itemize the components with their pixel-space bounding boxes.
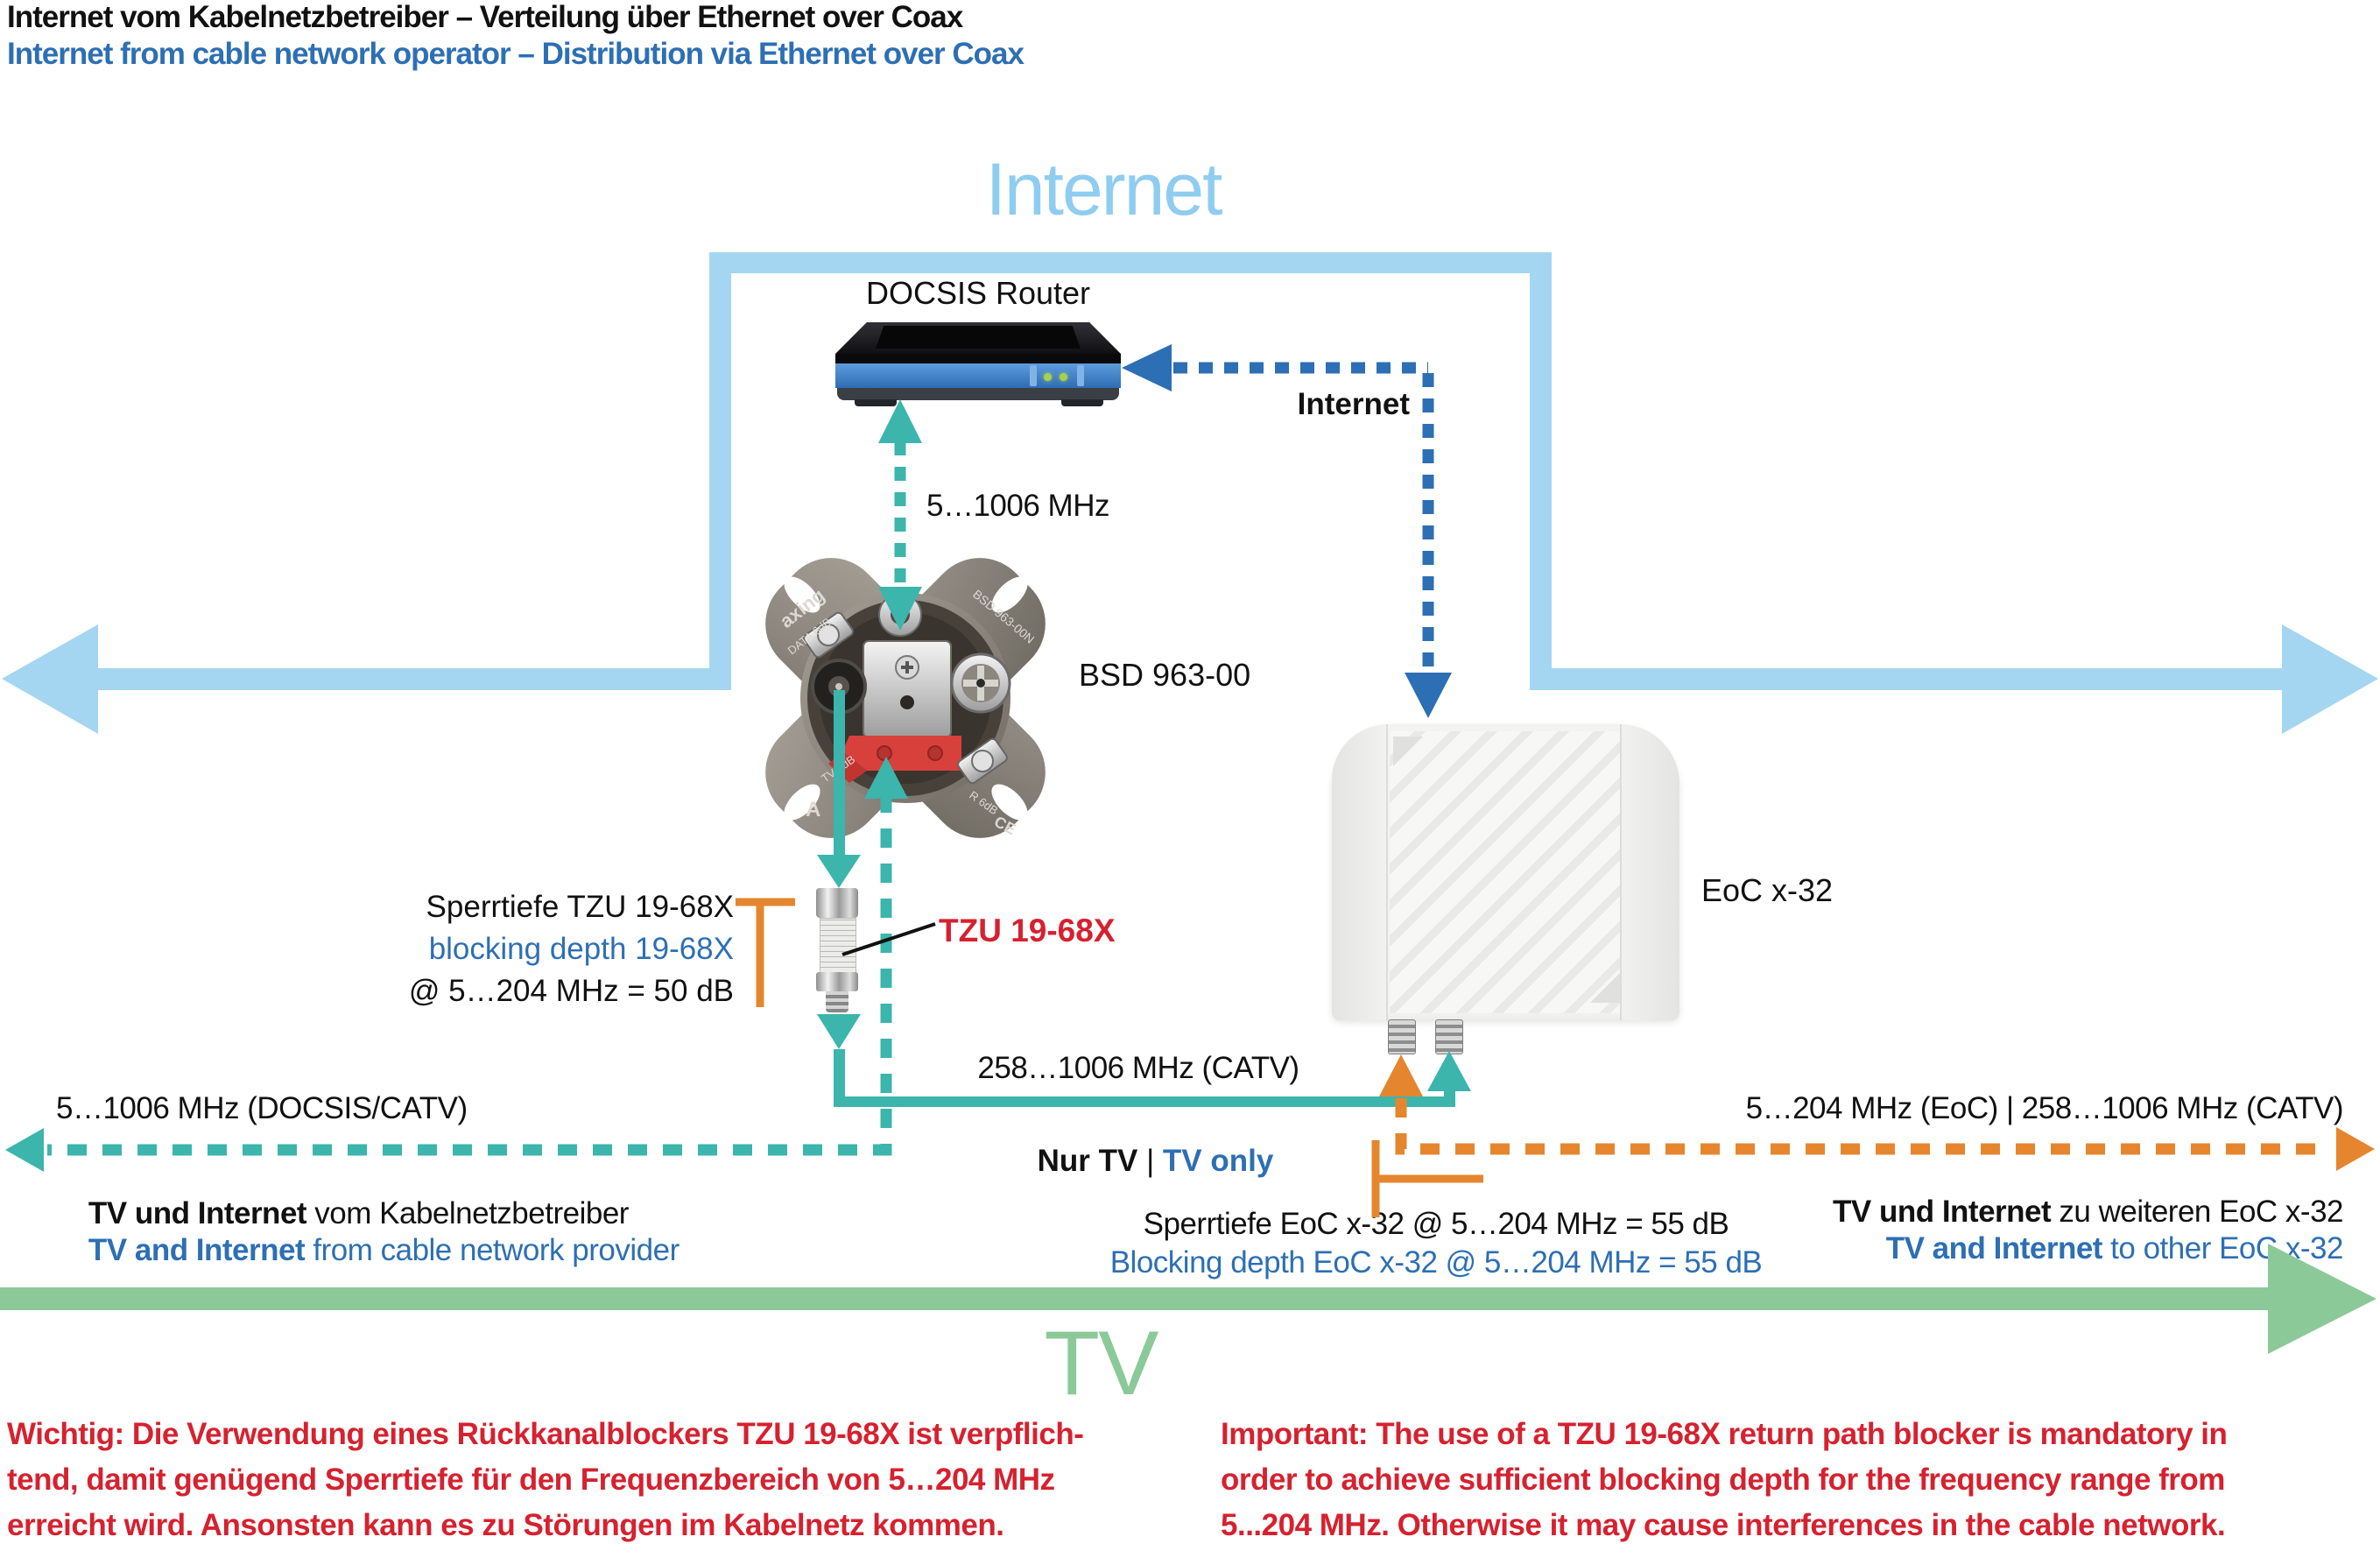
outlet-brand-text: axing xyxy=(776,584,829,632)
eoc-f-connector-right xyxy=(1435,1019,1463,1054)
tzu-filter-image xyxy=(814,888,860,1012)
wall-outlet-image: axing DATA 6dB BSD 963-00N TV 6dB R 6dB … xyxy=(765,558,1046,838)
outlet-ce-text: CE xyxy=(991,813,1018,838)
left-feed-german: TV und Internet vom Kabelnetzbetreiber xyxy=(56,1161,630,1266)
arrowhead-below-filter xyxy=(817,1014,861,1049)
left-feed-en-rest: from cable network provider xyxy=(305,1233,679,1267)
router-foot xyxy=(855,399,897,406)
separator: | xyxy=(1137,1144,1163,1178)
outlet-clamp-screws xyxy=(803,611,1008,785)
outlet-tv-text: TV 6dB xyxy=(819,752,857,785)
eoc-front-panel xyxy=(1390,731,1620,1013)
arrowhead-up-to-eoc-tv xyxy=(1427,1051,1471,1091)
backbone-arrow-right xyxy=(2282,624,2378,734)
tv-only-text: TV only xyxy=(1162,1144,1274,1178)
eoc-depth-en: Blocking depth EoC x-32 @ 5…204 MHz = 55… xyxy=(1109,1245,1763,1280)
eoc-depth-de: Sperrtiefe EoC x-32 @ 5…204 MHz = 55 dB xyxy=(1143,1207,1729,1241)
tzu-depth-en: blocking depth 19-68X xyxy=(428,932,734,966)
warning-en-line: Important: The use of a TZU 19-68X retur… xyxy=(1221,1417,2228,1451)
tv-label: TV xyxy=(1044,1313,1159,1414)
router-led xyxy=(1044,373,1052,381)
eoc-device-label: EoC x-32 xyxy=(1701,872,1834,908)
internet-arrowhead-to-router xyxy=(1122,344,1172,391)
eoc-right-flange xyxy=(1620,724,1679,1020)
outlet-r-port xyxy=(950,652,1011,714)
router-strip xyxy=(835,354,1121,363)
outlet-mounting-plate xyxy=(765,558,1046,838)
router-foot xyxy=(1061,399,1103,406)
right-feed-de-rest: zu weiteren EoC x-32 xyxy=(2051,1195,2343,1229)
backbone-arrow-left xyxy=(2,624,98,734)
docsis-frequency-path xyxy=(878,399,922,631)
warning-en-line: order to achieve sufficient blocking dep… xyxy=(1221,1463,2225,1497)
router-front-tab xyxy=(1077,365,1084,386)
tv-only-label: Nur TV | TV only xyxy=(876,1109,1401,1214)
warning-german: Wichtig: Die Verwendung eines Rückkanalb… xyxy=(7,1412,1084,1548)
left-feed-de-bold: TV und Internet xyxy=(88,1196,307,1230)
right-feed-de-bold: TV und Internet xyxy=(1833,1195,2052,1229)
outlet-data-text: DATA 6dB xyxy=(785,615,834,657)
outlet-recess xyxy=(807,600,1003,796)
outlet-model-text: BSD 963-00N xyxy=(970,587,1037,646)
internet-feed-label: Internet xyxy=(1297,387,1410,421)
warning-en-line: 5...204 MHz. Otherwise it may cause inte… xyxy=(1221,1508,2226,1542)
router-led xyxy=(1060,373,1067,381)
router-frequency-label: 5…1006 MHz xyxy=(926,489,1109,523)
arrowhead-into-filter xyxy=(817,855,861,888)
page-title-english: Internet from cable network operator – D… xyxy=(7,37,1025,71)
warning-de-line: erreicht wird. Ansonsten kann es zu Stör… xyxy=(7,1508,1004,1542)
left-feed-de-rest: vom Kabelnetzbetreiber xyxy=(306,1196,629,1230)
outlet-recess-inner xyxy=(820,612,991,784)
docsis-router-image xyxy=(835,322,1121,406)
tzu-body xyxy=(820,918,856,974)
tzu-depth-value: @ 5…204 MHz = 50 dB xyxy=(408,974,734,1008)
warning-english: Important: The use of a TZU 19-68X retur… xyxy=(1221,1412,2228,1548)
docsis-router-label: DOCSIS Router xyxy=(865,275,1091,311)
left-feed-frequency: 5…1006 MHz (DOCSIS/CATV) xyxy=(56,1091,468,1125)
internet-cloud-label: Internet xyxy=(985,148,1223,230)
router-front-band xyxy=(835,363,1121,388)
arrowhead-left-to-provider xyxy=(5,1128,44,1172)
arrowhead-up-to-outlet xyxy=(864,757,908,799)
eoc-panel-notch xyxy=(1393,737,1423,766)
warning-de-line: Wichtig: Die Verwendung eines Rückkanalb… xyxy=(7,1417,1084,1451)
eoc-panel-notch xyxy=(1590,973,1620,1003)
tzu-depth-block: Sperrtiefe TZU 19-68X blocking depth 19-… xyxy=(350,886,734,1012)
eoc-device-image xyxy=(1332,724,1679,1054)
catv-frequency-label: 258…1006 MHz (CATV) xyxy=(977,1051,1299,1085)
eoc-f-connector-left xyxy=(1388,1019,1416,1054)
outlet-class-text: A xyxy=(806,798,820,821)
outlet-tv-port xyxy=(811,659,867,715)
tzu-bottom-nut xyxy=(816,972,858,991)
outlet-model-label: BSD 963-00 xyxy=(1079,657,1251,693)
tzu-top-nut xyxy=(816,888,858,918)
warning-de-line: tend, damit genügend Sperrtiefe für den … xyxy=(7,1463,1055,1497)
outlet-r-text: R 6dB xyxy=(967,788,1000,817)
router-base xyxy=(837,388,1119,400)
right-feed-german: TV und Internet zu weiteren EoC x-32 xyxy=(1643,1160,2343,1265)
left-feed-english: TV and Internet from cable network provi… xyxy=(56,1198,679,1303)
outlet-red-clamp xyxy=(828,736,961,783)
page-title-german: Internet vom Kabelnetzbetreiber – Vertei… xyxy=(7,0,963,34)
router-front-tab xyxy=(1030,365,1037,386)
arrowhead-down-to-outlet xyxy=(878,587,922,631)
right-feed-en-rest: to other EoC x-32 xyxy=(2102,1231,2343,1265)
right-feed-frequency: 5…204 MHz (EoC) | 258…1006 MHz (CATV) xyxy=(1745,1091,2344,1125)
left-feed-en-bold: TV and Internet xyxy=(88,1233,306,1267)
eoc-left-flange xyxy=(1332,724,1388,1020)
outlet-center-block xyxy=(863,640,952,738)
internet-arrowhead-to-eoc xyxy=(1405,673,1452,718)
tzu-filter-label: TZU 19-68X xyxy=(939,913,1116,948)
right-feed-en-bold: TV and Internet xyxy=(1885,1231,2103,1265)
router-lid-inset xyxy=(876,326,1081,349)
outlet-data-port xyxy=(878,593,922,637)
tzu-depth-de: Sperrtiefe TZU 19-68X xyxy=(426,890,734,924)
nur-tv-text: Nur TV xyxy=(1037,1144,1138,1178)
tzu-thread xyxy=(826,991,848,1012)
